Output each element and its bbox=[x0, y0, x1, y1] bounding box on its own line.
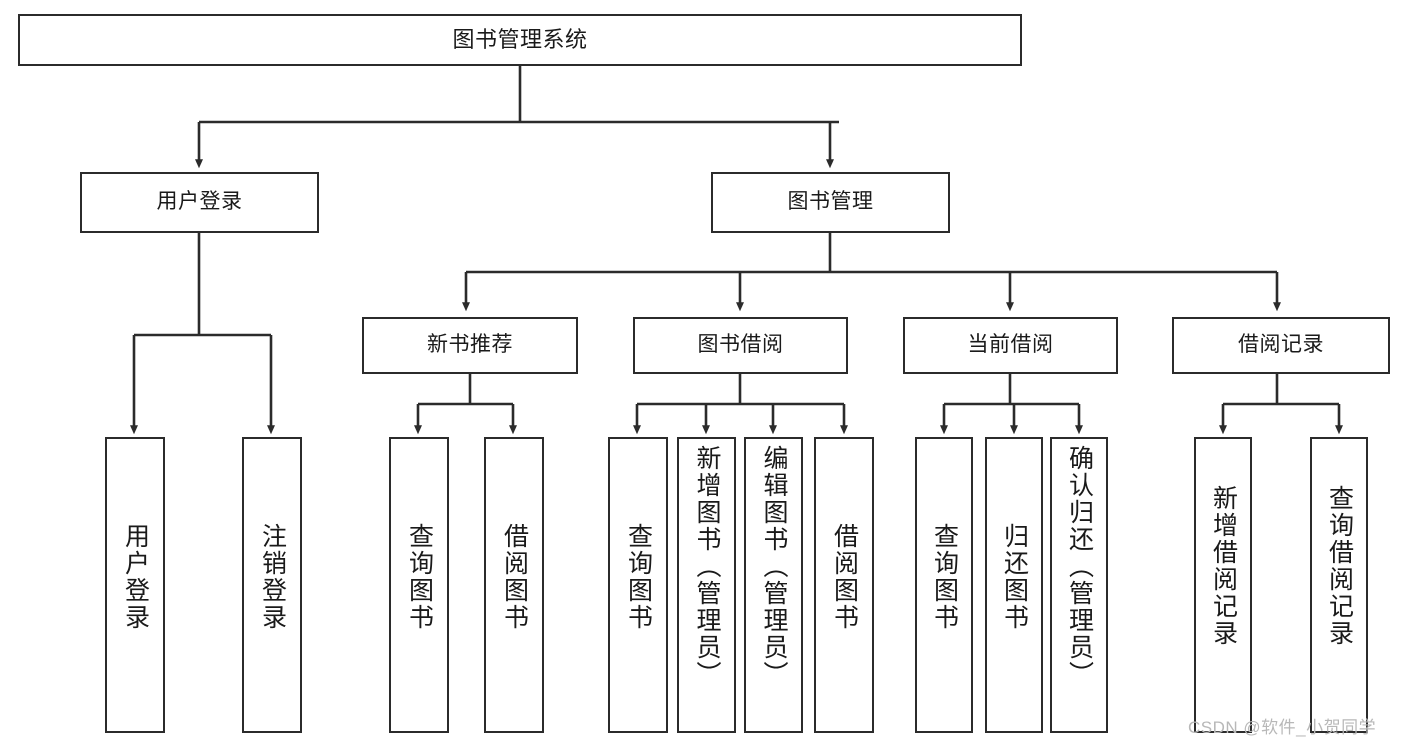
node-label: 编辑图书（管理员） bbox=[760, 445, 788, 688]
node-label: 图书管理系统 bbox=[452, 27, 588, 53]
node-new-book-recommendation[interactable]: 新书推荐 bbox=[362, 317, 578, 374]
node-label: 图书管理 bbox=[787, 190, 874, 214]
node-label: 查询图书 bbox=[930, 523, 959, 631]
node-book-management[interactable]: 图书管理 bbox=[711, 172, 950, 233]
node-label: 图书借阅 bbox=[697, 333, 784, 357]
node-label: 查询借阅记录 bbox=[1325, 485, 1354, 647]
leaf-user-login[interactable]: 用户登录 bbox=[105, 437, 165, 733]
csdn-watermark: CSDN @软件_小贺同学 bbox=[1188, 718, 1377, 737]
leaf-query-book-3[interactable]: 查询图书 bbox=[915, 437, 973, 733]
node-label: 新增图书（管理员） bbox=[693, 445, 721, 688]
node-label: 借阅图书 bbox=[830, 523, 859, 631]
leaf-add-borrow-record[interactable]: 新增借阅记录 bbox=[1194, 437, 1252, 733]
node-label: 借阅记录 bbox=[1238, 333, 1324, 357]
leaf-logout-login[interactable]: 注销登录 bbox=[242, 437, 302, 733]
node-current-borrow[interactable]: 当前借阅 bbox=[903, 317, 1118, 374]
node-label: 新增借阅记录 bbox=[1209, 485, 1238, 647]
node-label: 注销登录 bbox=[258, 523, 287, 631]
node-root-book-management-system[interactable]: 图书管理系统 bbox=[18, 14, 1022, 66]
node-label: 当前借阅 bbox=[967, 333, 1054, 357]
node-label: 归还图书 bbox=[1000, 523, 1029, 631]
leaf-return-book[interactable]: 归还图书 bbox=[985, 437, 1043, 733]
node-label: 查询图书 bbox=[624, 523, 653, 631]
leaf-query-book-1[interactable]: 查询图书 bbox=[389, 437, 449, 733]
node-label: 查询图书 bbox=[405, 523, 434, 631]
node-label: 用户登录 bbox=[121, 523, 150, 631]
node-user-login[interactable]: 用户登录 bbox=[80, 172, 319, 233]
leaf-edit-book-admin[interactable]: 编辑图书（管理员） bbox=[744, 437, 803, 733]
leaf-query-book-2[interactable]: 查询图书 bbox=[608, 437, 668, 733]
node-label: 借阅图书 bbox=[500, 523, 529, 631]
node-label: 确认归还（管理员） bbox=[1065, 445, 1094, 688]
leaf-borrow-book-1[interactable]: 借阅图书 bbox=[484, 437, 544, 733]
leaf-confirm-return-admin[interactable]: 确认归还（管理员） bbox=[1050, 437, 1108, 733]
node-book-borrow[interactable]: 图书借阅 bbox=[633, 317, 848, 374]
leaf-borrow-book-2[interactable]: 借阅图书 bbox=[814, 437, 874, 733]
node-label: 用户登录 bbox=[156, 190, 243, 214]
leaf-query-borrow-record[interactable]: 查询借阅记录 bbox=[1310, 437, 1368, 733]
node-borrow-record[interactable]: 借阅记录 bbox=[1172, 317, 1390, 374]
leaf-add-book-admin[interactable]: 新增图书（管理员） bbox=[677, 437, 736, 733]
node-label: 新书推荐 bbox=[427, 333, 513, 357]
